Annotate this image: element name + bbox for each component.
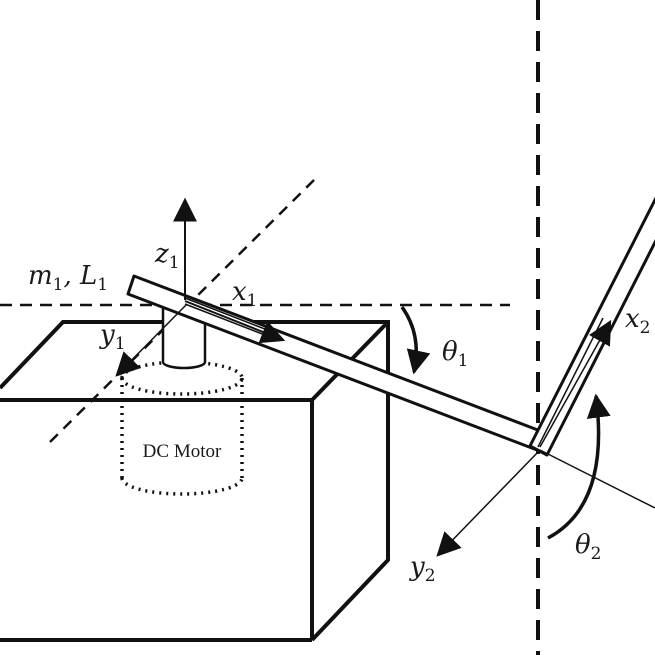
label-y1: y1 xyxy=(99,320,126,354)
base-box xyxy=(0,320,390,642)
label-m1-l1: m1, L1 xyxy=(28,261,108,295)
x1-axis-inner xyxy=(184,297,271,332)
x2-axis-inner xyxy=(537,317,604,448)
x2-normal-line xyxy=(539,449,655,509)
y1-arrow xyxy=(115,303,188,377)
x2-arrow xyxy=(539,319,612,448)
x1-axis-inner-2 xyxy=(184,303,271,338)
label-theta1: θ1 xyxy=(442,337,468,371)
x1-arrow xyxy=(184,300,286,344)
theta2-arc xyxy=(547,393,611,540)
theta1-arc xyxy=(400,305,431,375)
label-x1: x1 xyxy=(232,277,258,311)
label-y2: y2 xyxy=(409,552,436,586)
label-z1: z1 xyxy=(154,239,180,273)
y2-arrow xyxy=(436,449,541,557)
dc-motor xyxy=(120,360,244,496)
label-theta2: θ2 xyxy=(575,530,601,564)
motor-label: DC Motor xyxy=(143,441,222,462)
reference-lines xyxy=(0,0,540,655)
label-x2: x2 xyxy=(625,304,651,338)
